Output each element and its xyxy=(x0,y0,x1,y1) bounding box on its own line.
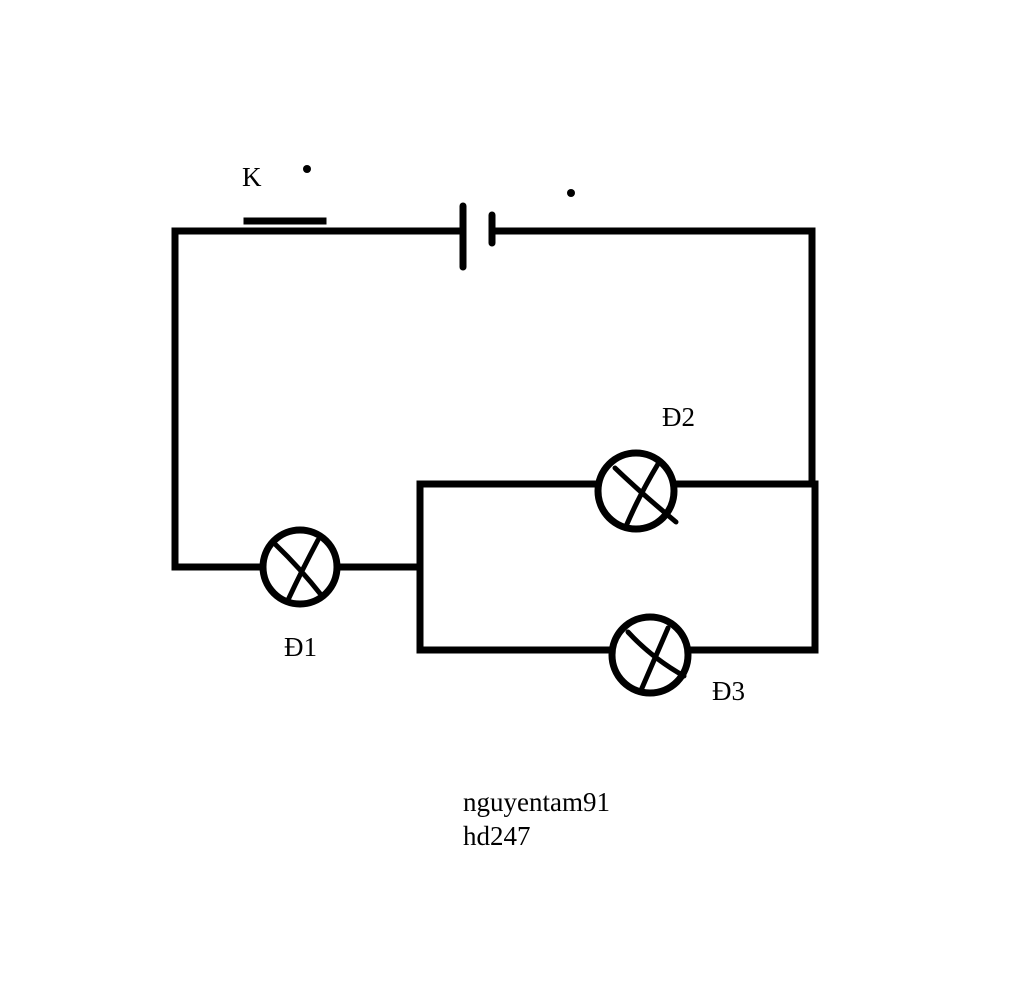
lamp-d1 xyxy=(259,526,341,608)
switch-k xyxy=(243,165,327,225)
lamp-d2-label: Đ2 xyxy=(662,402,695,432)
lamp-d3 xyxy=(608,613,692,697)
credit-author: nguyentam91 xyxy=(463,787,610,817)
battery xyxy=(459,189,575,271)
credit-site: hd247 xyxy=(463,821,531,851)
battery-dot xyxy=(567,189,575,197)
wires xyxy=(171,227,819,654)
lamp-d3-label: Đ3 xyxy=(712,676,745,706)
lamp-d2-cross xyxy=(612,461,679,527)
lamp-d2 xyxy=(594,449,679,533)
lamp-d1-label: Đ1 xyxy=(284,632,317,662)
lamp-d1-cross xyxy=(273,537,325,603)
lamp-d3-cross xyxy=(625,625,687,691)
switch-dot xyxy=(303,165,311,173)
lamp-d2-ring xyxy=(594,449,678,533)
switch-label: K xyxy=(242,162,262,192)
